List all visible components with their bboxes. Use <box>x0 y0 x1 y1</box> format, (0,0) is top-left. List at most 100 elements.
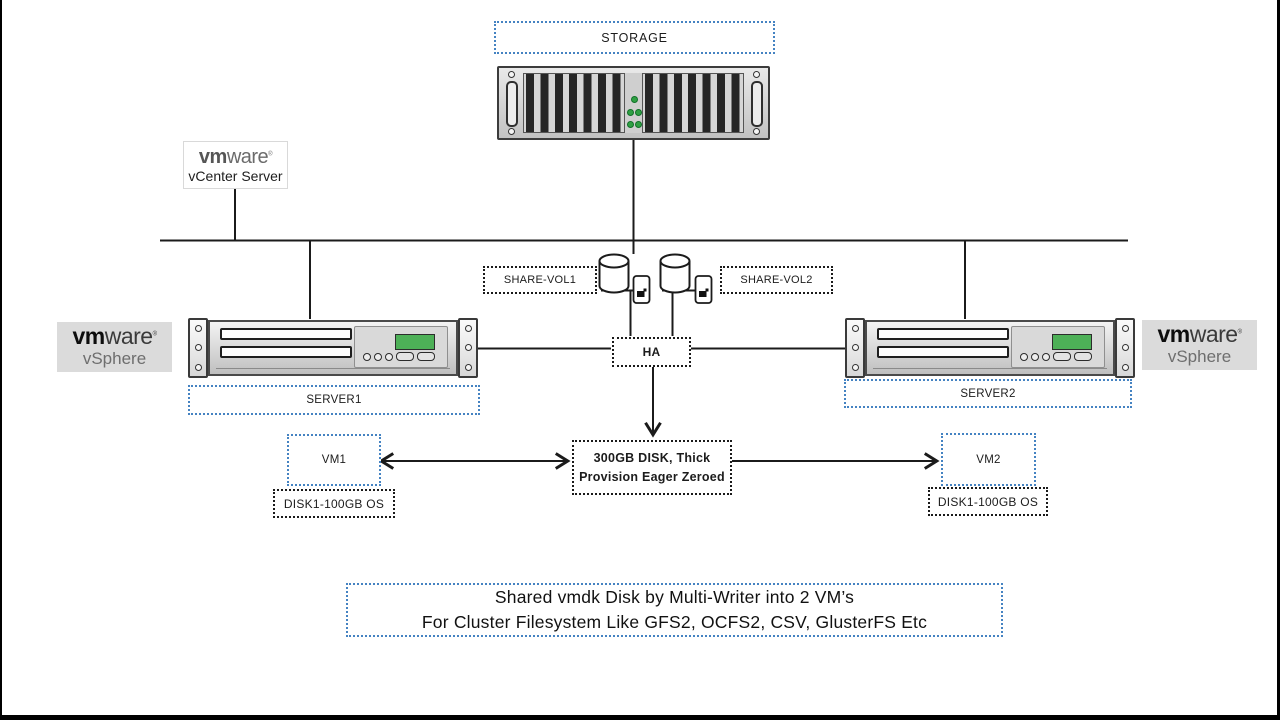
screw-icon <box>195 364 202 371</box>
vm1-disk-label: DISK1-100GB OS <box>283 496 385 511</box>
frame-edge-bottom <box>0 715 1280 720</box>
share-vol1-label: SHARE-VOL1 <box>503 274 577 286</box>
drive-bay <box>877 346 1009 358</box>
server-left-ear <box>188 318 208 378</box>
server-right-ear <box>1115 318 1135 378</box>
screw-icon <box>753 128 760 135</box>
caption-line2: For Cluster Filesystem Like GFS2, OCFS2,… <box>421 612 928 632</box>
lcd-display <box>395 334 435 350</box>
vmware-wordmark: vmware® <box>198 145 273 168</box>
frame-edge-right <box>1277 0 1280 720</box>
storage-right-ear <box>744 68 768 138</box>
screw-icon <box>508 71 515 78</box>
caption-box: Shared vmdk Disk by Multi-Writer into 2 … <box>346 583 1003 637</box>
shared-disk-box: 300GB DISK, Thick Provision Eager Zeroed <box>572 440 732 495</box>
lcd-display <box>1052 334 1092 350</box>
chassis-seam <box>216 368 450 369</box>
drive-bay <box>220 346 352 358</box>
vol2-device-icon <box>694 275 713 304</box>
panel-buttons <box>1020 352 1092 361</box>
server2-label: SERVER2 <box>960 387 1016 400</box>
panel-button <box>1020 352 1028 361</box>
storage-left-ear <box>499 68 523 138</box>
vol1-device-icon <box>632 275 651 304</box>
screw-icon <box>1122 344 1129 351</box>
vm2-box: VM2 <box>941 433 1036 486</box>
server-left-ear <box>845 318 865 378</box>
screw-icon <box>195 344 202 351</box>
screw-icon <box>753 71 760 78</box>
vcenter-product-name: vCenter Server <box>188 167 283 184</box>
server-control-panel <box>1011 326 1105 368</box>
vm1-label: VM1 <box>321 454 347 466</box>
vsphere-logo-left: vmware® vSphere <box>57 322 172 372</box>
storage-drive-bays <box>523 73 744 133</box>
vm1-disk-box: DISK1-100GB OS <box>273 489 395 518</box>
frame-edge-left <box>0 0 2 720</box>
led-icon <box>635 121 642 128</box>
vsphere-logo-right: vmware® vSphere <box>1142 320 1257 370</box>
screw-icon <box>1122 364 1129 371</box>
share-vol1-cylinder-icon <box>598 253 630 294</box>
drive-bay <box>220 328 352 340</box>
storage-led-strip <box>625 73 642 133</box>
screw-icon <box>195 325 202 332</box>
server-right-ear <box>458 318 478 378</box>
drive-bay-group-left <box>523 73 625 133</box>
server1-image <box>188 318 478 378</box>
chassis-seam <box>873 368 1107 369</box>
vsphere-product-name: vSphere <box>1167 347 1232 366</box>
server-chassis <box>208 320 458 376</box>
screw-icon <box>465 344 472 351</box>
vm2-disk-box: DISK1-100GB OS <box>928 487 1048 516</box>
handle-icon <box>751 81 763 127</box>
caption-line1: Shared vmdk Disk by Multi-Writer into 2 … <box>494 586 855 607</box>
vm2-disk-label: DISK1-100GB OS <box>937 494 1039 509</box>
vmware-wordmark: vmware® <box>1157 321 1242 347</box>
screw-icon <box>1122 325 1129 332</box>
screw-icon <box>465 325 472 332</box>
led-icon <box>635 109 642 116</box>
screw-icon <box>465 364 472 371</box>
shared-disk-line1: 300GB DISK, Thick <box>593 450 711 465</box>
server1-label: SERVER1 <box>306 394 362 406</box>
share-vol2-label: SHARE-VOL2 <box>740 274 813 286</box>
share-vol2-label-box: SHARE-VOL2 <box>720 266 833 294</box>
vcenter-logo: vmware® vCenter Server <box>183 141 288 189</box>
handle-icon <box>506 81 518 127</box>
vm1-box: VM1 <box>287 434 381 486</box>
drive-bay <box>877 328 1009 340</box>
led-icon <box>627 109 634 116</box>
server2-label-box: SERVER2 <box>844 379 1132 408</box>
panel-button <box>1053 352 1071 361</box>
server-control-panel <box>354 326 448 368</box>
ha-box: HA <box>612 337 691 367</box>
vsphere-product-name: vSphere <box>82 349 147 368</box>
panel-button <box>363 352 371 361</box>
screw-icon <box>852 364 859 371</box>
screw-icon <box>852 325 859 332</box>
shared-disk-line2: Provision Eager Zeroed <box>579 469 725 484</box>
drive-bay-group-right <box>642 73 744 133</box>
server-chassis <box>865 320 1115 376</box>
storage-label: STORAGE <box>601 30 668 45</box>
vmware-wordmark: vmware® <box>72 323 157 349</box>
led-icon <box>627 121 634 128</box>
screw-icon <box>508 128 515 135</box>
panel-button <box>1031 352 1039 361</box>
panel-button <box>385 352 393 361</box>
panel-button <box>396 352 414 361</box>
vm2-label: VM2 <box>976 453 1001 466</box>
led-icon <box>631 96 638 103</box>
screw-icon <box>852 344 859 351</box>
server2-image <box>845 318 1135 378</box>
panel-button <box>1074 352 1092 361</box>
storage-array-image <box>497 66 770 140</box>
panel-button <box>1042 352 1050 361</box>
storage-label-box: STORAGE <box>494 21 775 54</box>
panel-button <box>374 352 382 361</box>
server1-label-box: SERVER1 <box>188 385 480 415</box>
panel-buttons <box>363 352 435 361</box>
ha-label: HA <box>642 345 661 359</box>
